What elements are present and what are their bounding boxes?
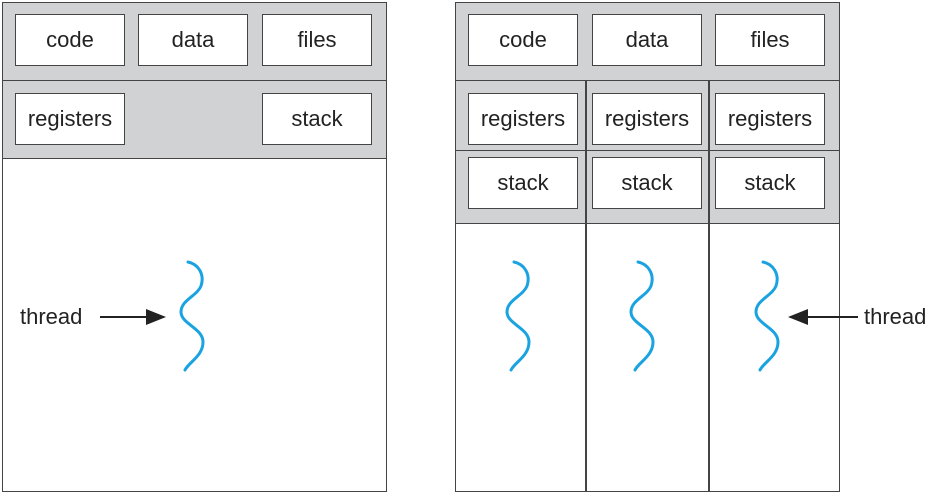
thread-label: thread	[864, 304, 927, 329]
data-box: data	[138, 14, 248, 66]
thread-squiggle-icon	[629, 260, 655, 372]
registers-box: registers	[715, 93, 825, 145]
thread-divider	[585, 81, 587, 491]
stack-box: stack	[592, 157, 702, 209]
stack-box: stack	[262, 93, 372, 145]
registers-box: registers	[15, 93, 125, 145]
thread-squiggle-icon	[179, 260, 205, 372]
code-box: code	[15, 14, 125, 66]
registers-box: registers	[468, 93, 578, 145]
thread-label: thread	[20, 304, 83, 329]
files-box: files	[262, 14, 372, 66]
registers-box: registers	[592, 93, 702, 145]
stack-box: stack	[715, 157, 825, 209]
thread-squiggle-icon	[505, 260, 531, 372]
thread-divider	[708, 81, 710, 491]
thread-squiggle-icon	[754, 260, 780, 372]
stack-box: stack	[468, 157, 578, 209]
files-box: files	[715, 14, 825, 66]
data-box: data	[592, 14, 702, 66]
code-box: code	[468, 14, 578, 66]
